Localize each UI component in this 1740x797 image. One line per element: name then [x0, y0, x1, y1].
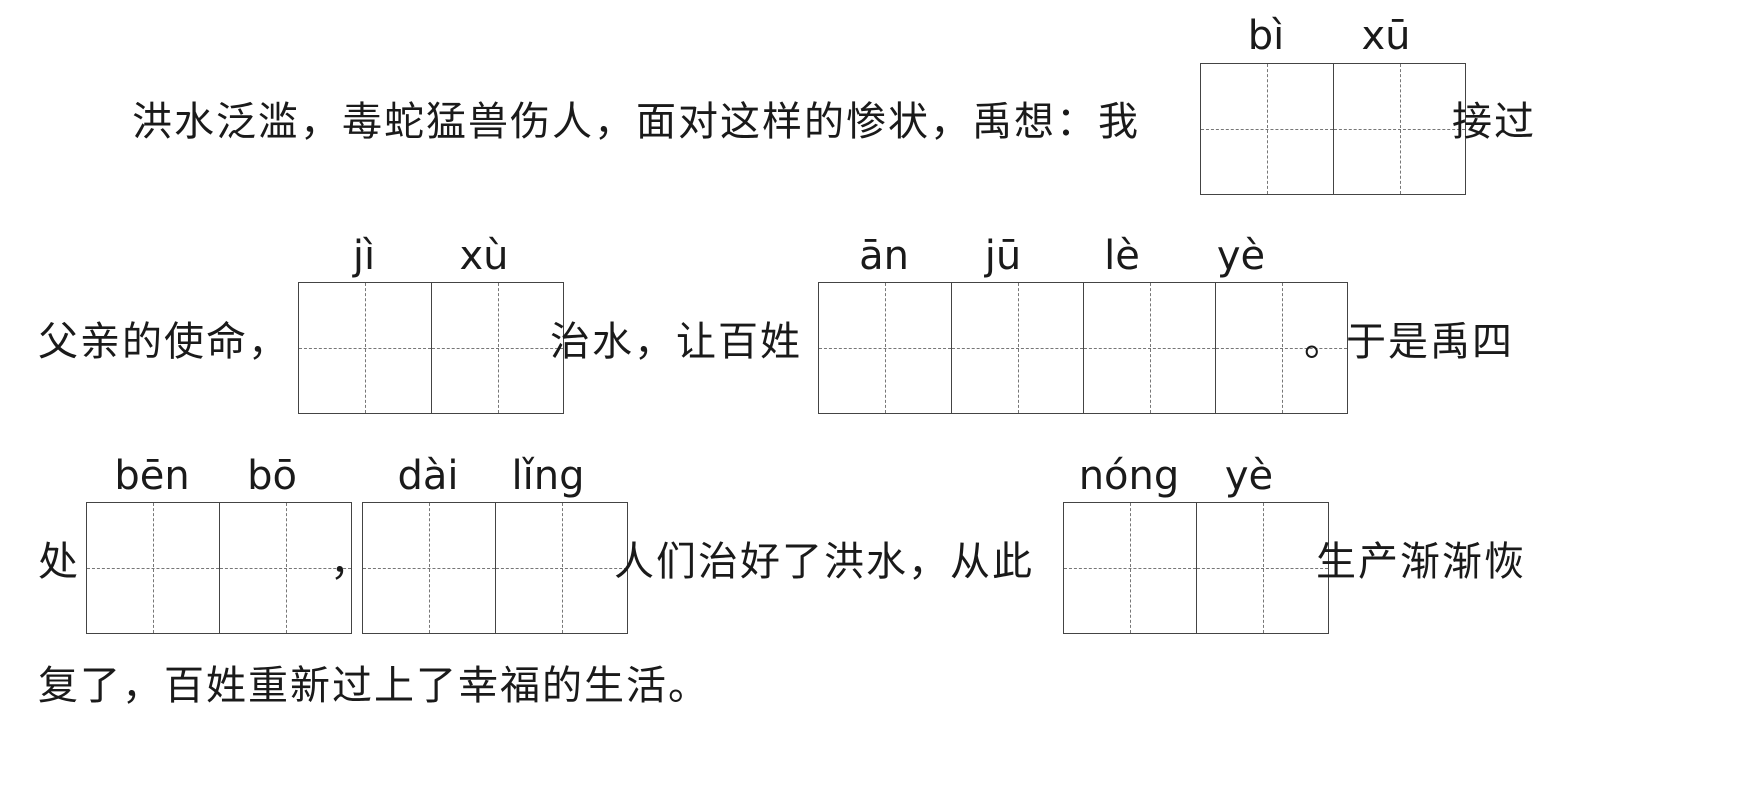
- pinyin-an: ān: [859, 233, 909, 279]
- answer-grid-benbo[interactable]: [86, 502, 352, 634]
- pinyin-bi: bì: [1247, 13, 1285, 59]
- pinyin-ye2: yè: [1224, 453, 1274, 499]
- pinyin-nong: nóng: [1078, 453, 1180, 499]
- pinyin-xu: xū: [1361, 13, 1411, 59]
- text-line1-part2: 接过: [1452, 99, 1536, 145]
- pinyin-ji: jì: [352, 233, 376, 279]
- answer-grid-anjuleye[interactable]: [818, 282, 1348, 414]
- writing-cell[interactable]: [363, 503, 495, 633]
- text-line2-part1: 父亲的使命，: [38, 319, 290, 365]
- answer-grid-nongye[interactable]: [1063, 502, 1329, 634]
- text-line3-part4: 生产渐渐恢: [1316, 539, 1526, 585]
- writing-cell[interactable]: [219, 503, 351, 633]
- writing-cell[interactable]: [495, 503, 627, 633]
- writing-cell[interactable]: [1196, 503, 1328, 633]
- text-line1-part1: 洪水泛滥，毒蛇猛兽伤人，面对这样的惨状，禹想：我: [132, 99, 1140, 145]
- writing-cell[interactable]: [87, 503, 219, 633]
- writing-cell[interactable]: [1215, 283, 1347, 413]
- answer-grid-bixu[interactable]: [1200, 63, 1466, 195]
- pinyin-ling: lǐng: [511, 453, 585, 499]
- pinyin-dai: dài: [397, 453, 459, 499]
- writing-cell[interactable]: [1201, 64, 1333, 194]
- writing-cell[interactable]: [951, 283, 1083, 413]
- text-line3-part1: 处: [38, 539, 80, 585]
- pinyin-xu2: xù: [459, 233, 509, 279]
- text-line2-part3: 。于是禹四: [1304, 319, 1514, 365]
- writing-cell[interactable]: [1083, 283, 1215, 413]
- text-line2-part2: 治水，让百姓: [550, 319, 802, 365]
- pinyin-le: lè: [1104, 233, 1140, 279]
- text-line3-part3: 人们治好了洪水，从此: [614, 539, 1034, 585]
- answer-grid-dailing[interactable]: [362, 502, 628, 634]
- text-line3-comma: ，: [330, 539, 372, 585]
- pinyin-ju: jū: [984, 233, 1022, 279]
- pinyin-bo: bō: [247, 453, 297, 499]
- pinyin-ye: yè: [1216, 233, 1266, 279]
- writing-cell[interactable]: [819, 283, 951, 413]
- text-line4: 复了，百姓重新过上了幸福的生活。: [38, 663, 710, 709]
- writing-cell[interactable]: [431, 283, 563, 413]
- pinyin-ben: bēn: [114, 453, 190, 499]
- answer-grid-jixu[interactable]: [298, 282, 564, 414]
- writing-cell[interactable]: [299, 283, 431, 413]
- writing-cell[interactable]: [1333, 64, 1465, 194]
- writing-cell[interactable]: [1064, 503, 1196, 633]
